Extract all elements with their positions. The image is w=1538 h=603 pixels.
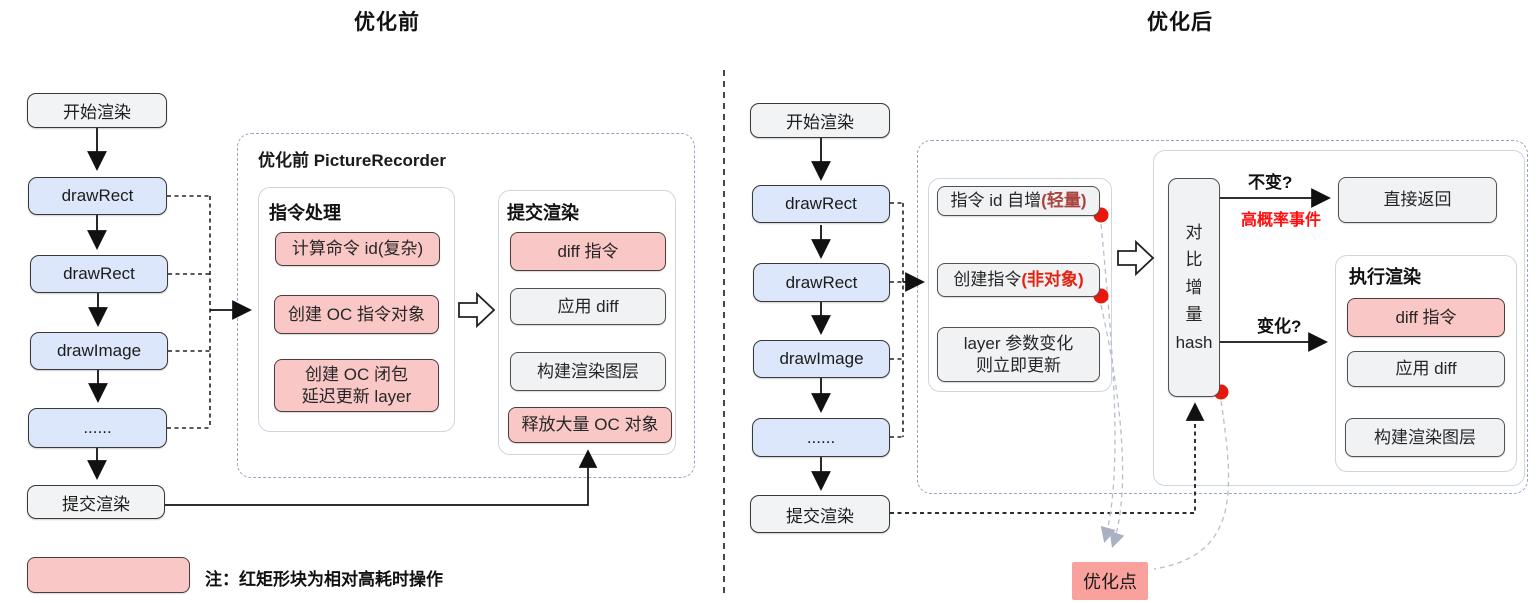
item-cmd-id-text: 指令 id 自增	[950, 191, 1042, 211]
left-flow-drawrect-2: drawRect	[30, 255, 168, 293]
direct-return-box: 直接返回	[1338, 177, 1497, 223]
left-flow-drawimage: drawImage	[30, 332, 168, 370]
item-cmd-id-autoincrement: 指令 id 自增(轻量)	[937, 186, 1100, 216]
compare-incremental-hash-box: 对 比 增 量 hash	[1168, 178, 1220, 397]
item-release-oc-objects: 释放大量 OC 对象	[508, 407, 672, 443]
item-build-render-layer-left: 构建渲染图层	[510, 352, 666, 391]
right-dashed-collector	[890, 202, 904, 438]
instruction-processing-title: 指令处理	[269, 203, 341, 223]
item-create-oc-cmd-obj: 创建 OC 指令对象	[274, 295, 439, 334]
item-create-cmd-nonobject: 创建指令(非对象)	[937, 263, 1100, 297]
left-flow-submit-render: 提交渲染	[27, 485, 165, 519]
left-dashed-collector	[167, 195, 211, 429]
item-cmd-id-highlight: (轻量)	[1041, 191, 1087, 211]
item-create-oc-closure: 创建 OC 闭包 延迟更新 layer	[274, 359, 439, 412]
changed-label: 变化?	[1257, 317, 1302, 336]
right-flow-drawimage: drawImage	[753, 340, 890, 378]
item-build-render-layer-right: 构建渲染图层	[1345, 418, 1505, 457]
exec-render-title: 执行渲染	[1349, 267, 1421, 287]
item-diff-cmd-left: diff 指令	[510, 232, 666, 271]
right-flow-start-render: 开始渲染	[750, 103, 890, 138]
left-flow-start-render: 开始渲染	[27, 93, 167, 128]
legend-note-text: 注：红矩形块为相对高耗时操作	[205, 570, 443, 589]
item-layer-param-change: layer 参数变化 则立即更新	[937, 327, 1100, 382]
left-container-title: 优化前 PictureRecorder	[258, 151, 446, 170]
left-flow-ellipsis: ......	[28, 408, 167, 448]
left-section-title: 优化前	[354, 11, 420, 34]
item-create-cmd-text: 创建指令	[953, 270, 1022, 290]
right-section-title: 优化后	[1147, 11, 1213, 34]
right-flow-drawrect-2: drawRect	[753, 263, 890, 302]
unchanged-label: 不变?	[1248, 173, 1293, 192]
submit-render-group-title: 提交渲染	[507, 203, 579, 223]
optimization-point-tag: 优化点	[1072, 562, 1148, 600]
item-diff-cmd-right: diff 指令	[1347, 298, 1505, 337]
right-flow-submit-render: 提交渲染	[750, 495, 890, 533]
item-create-cmd-highlight: (非对象)	[1021, 270, 1084, 290]
item-compute-cmd-id: 计算命令 id(复杂)	[275, 232, 440, 266]
item-apply-diff-right: 应用 diff	[1347, 351, 1505, 387]
high-probability-label: 高概率事件	[1241, 212, 1322, 229]
legend-red-box	[27, 557, 190, 593]
right-flow-ellipsis: ......	[752, 418, 890, 457]
left-flow-drawrect-1: drawRect	[28, 177, 167, 215]
right-flow-drawrect-1: drawRect	[752, 185, 890, 223]
item-apply-diff-left: 应用 diff	[510, 288, 666, 325]
